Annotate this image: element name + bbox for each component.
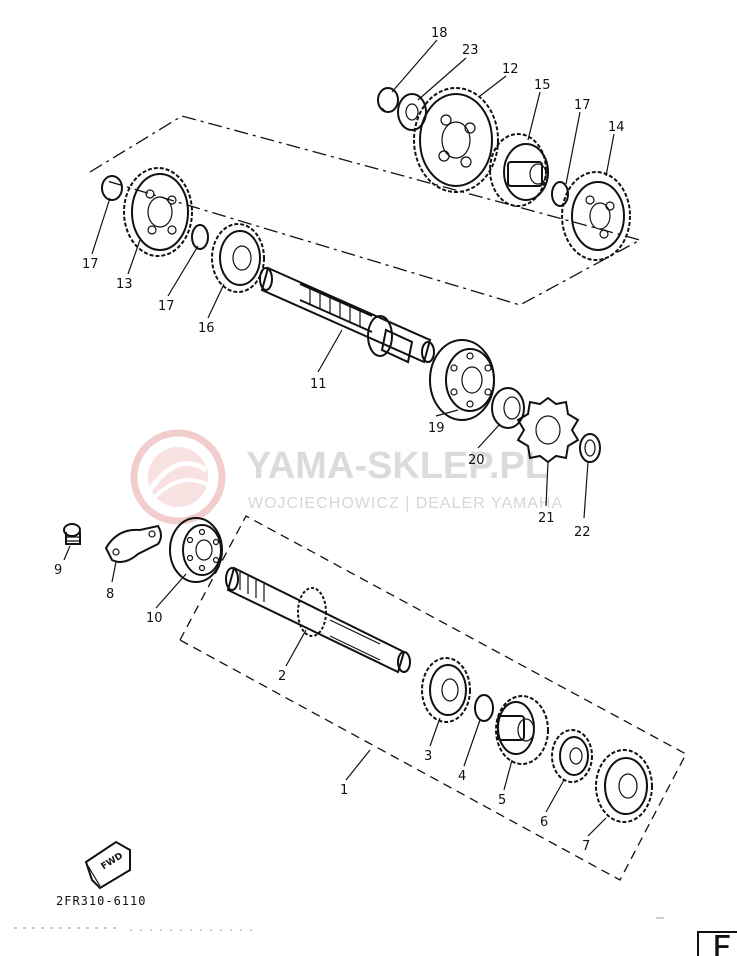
part-6-gear — [551, 729, 593, 783]
label-part-4: 4 — [458, 769, 466, 784]
label-part-15: 15 — [534, 78, 551, 93]
part-3-gear — [421, 657, 471, 723]
watermark-dealer: WOJCIECHOWICZ | DEALER YAMAHA — [248, 495, 563, 512]
label-part-17-middle: 17 — [158, 299, 175, 314]
part-7-gear — [595, 749, 653, 823]
part-14-gear — [561, 171, 631, 261]
part-20-oil-seal — [491, 387, 525, 429]
part-19-bearing — [429, 339, 495, 421]
leader-lines — [63, 39, 615, 837]
part-8-stopper-plate — [104, 524, 162, 563]
label-part-21: 21 — [538, 511, 555, 526]
part-10-bearing — [169, 517, 223, 583]
label-part-20: 20 — [468, 453, 485, 468]
part-18-circlip — [377, 87, 399, 113]
part-11-drive-axle — [259, 266, 435, 364]
label-part-5: 5 — [498, 793, 506, 808]
label-part-7: 7 — [582, 839, 590, 854]
part-17-circlip-left — [101, 175, 123, 201]
label-part-22: 22 — [574, 525, 591, 540]
label-part-17-left: 17 — [82, 257, 99, 272]
label-part-12: 12 — [502, 62, 519, 77]
watermark: YAMA-SKLEP.PL WOJCIECHOWICZ | DEALER YAM… — [130, 429, 563, 525]
label-part-2: 2 — [278, 669, 286, 684]
part-4-circlip — [474, 694, 494, 722]
label-part-18: 18 — [431, 26, 448, 41]
label-part-9: 9 — [54, 563, 62, 578]
part-12-gear — [413, 87, 499, 193]
callout-labels: 18 23 12 15 17 14 17 13 17 16 11 19 20 2… — [54, 26, 625, 854]
page-edge-mark: F — [697, 929, 737, 956]
yamaha-tuning-fork-logo-icon — [130, 429, 226, 525]
part-22-lock-washer — [579, 433, 601, 463]
label-part-11: 11 — [310, 377, 327, 392]
part-23-washer — [397, 93, 427, 131]
label-part-16: 16 — [198, 321, 215, 336]
scan-artifacts — [14, 917, 664, 931]
label-part-23: 23 — [462, 43, 479, 58]
part-17-circlip-right — [551, 181, 569, 207]
part-17-circlip-middle — [191, 224, 209, 250]
part-5-gear — [495, 695, 549, 765]
label-part-14: 14 — [608, 120, 625, 135]
label-part-17-right: 17 — [574, 98, 591, 113]
main-axle-group-bracket — [179, 515, 687, 881]
watermark-brand: YAMA-SKLEP.PL — [246, 445, 548, 487]
label-part-3: 3 — [424, 749, 432, 764]
part-2-main-axle — [225, 566, 411, 674]
label-part-1: 1 — [340, 783, 348, 798]
edge-mark-letter: F — [712, 929, 732, 956]
label-part-10: 10 — [146, 611, 163, 626]
part-9-bolt — [63, 523, 81, 545]
fwd-label: FWD — [100, 851, 125, 872]
part-13-gear — [123, 167, 193, 257]
label-part-8: 8 — [106, 587, 114, 602]
part-15-gear — [489, 133, 549, 207]
diagram-code: 2FR310-6110 — [56, 894, 146, 908]
fwd-arrow-icon: FWD — [84, 840, 131, 890]
label-part-19: 19 — [428, 421, 445, 436]
label-part-6: 6 — [540, 815, 548, 830]
part-16-gear — [211, 223, 265, 293]
label-part-13: 13 — [116, 277, 133, 292]
